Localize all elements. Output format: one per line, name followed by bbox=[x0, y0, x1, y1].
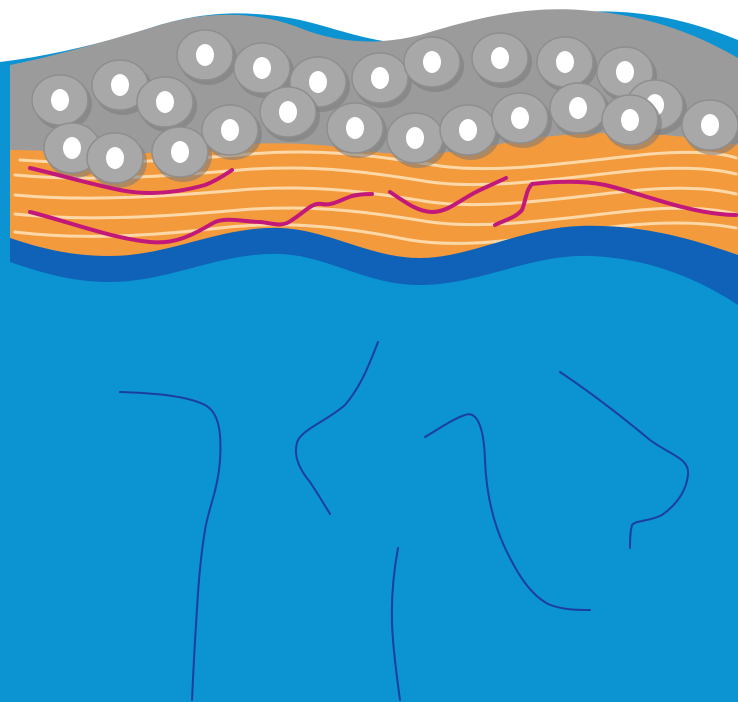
nucleus bbox=[423, 51, 441, 73]
nucleus bbox=[63, 137, 81, 159]
nucleus bbox=[491, 47, 509, 69]
nucleus bbox=[459, 119, 477, 141]
nucleus bbox=[621, 109, 639, 131]
nucleus bbox=[111, 74, 129, 96]
nucleus bbox=[171, 141, 189, 163]
nucleus bbox=[556, 51, 574, 73]
nucleus bbox=[279, 101, 297, 123]
nucleus bbox=[156, 91, 174, 113]
nucleus bbox=[106, 147, 124, 169]
nucleus bbox=[346, 117, 364, 139]
nucleus bbox=[616, 61, 634, 83]
nucleus bbox=[51, 89, 69, 111]
nucleus bbox=[221, 119, 239, 141]
nucleus bbox=[406, 127, 424, 149]
nucleus bbox=[511, 107, 529, 129]
nucleus bbox=[309, 71, 327, 93]
nucleus bbox=[701, 114, 719, 136]
nucleus bbox=[196, 44, 214, 66]
nucleus bbox=[253, 57, 271, 79]
nucleus bbox=[569, 97, 587, 119]
nucleus bbox=[371, 67, 389, 89]
